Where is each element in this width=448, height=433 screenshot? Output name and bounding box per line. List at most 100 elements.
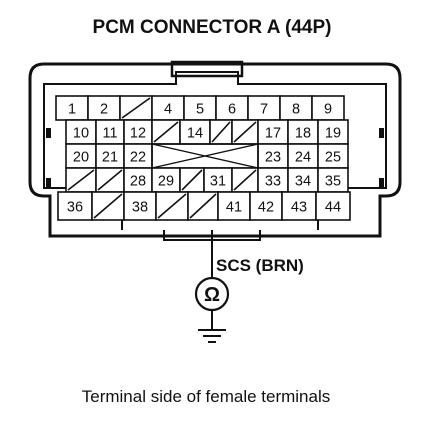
empty-cavity	[91, 191, 125, 221]
diagram-title: PCM CONNECTOR A (44P)	[93, 17, 332, 38]
terminal-cell: 18	[287, 119, 319, 145]
terminal-cell: 6	[215, 95, 249, 121]
cavity-slash	[97, 169, 123, 191]
terminal-cell: 43	[281, 191, 317, 221]
blank-span-cross	[151, 143, 259, 169]
terminal-number: 31	[210, 174, 226, 190]
terminal-cell: 9	[311, 95, 345, 121]
locking-tab	[170, 60, 244, 78]
terminal-cell: 10	[65, 119, 97, 145]
cavity-slash	[233, 169, 257, 191]
left-key-upper	[46, 128, 51, 138]
terminal-cell: 35	[317, 167, 349, 193]
terminal-cell: 11	[95, 119, 125, 145]
probe-wire-label: SCS (BRN)	[216, 256, 304, 275]
terminal-number: 44	[325, 200, 341, 216]
terminal-cell: 33	[257, 167, 289, 193]
terminal-cell: 19	[317, 119, 349, 145]
probe-circuit: SCS (BRN) Ω	[163, 230, 304, 343]
terminal-cell: 24	[287, 143, 319, 169]
terminal-cell: 34	[287, 167, 319, 193]
terminal-number: 34	[295, 174, 311, 190]
terminal-cell: 5	[183, 95, 217, 121]
empty-cavity	[155, 191, 189, 221]
empty-cavity	[187, 191, 219, 221]
cavity-slash	[67, 169, 95, 191]
terminal-cell: 7	[247, 95, 281, 121]
terminal-cell: 41	[217, 191, 251, 221]
terminal-cell: 2	[87, 95, 121, 121]
terminal-number: 5	[196, 102, 204, 118]
terminal-cell: 44	[315, 191, 351, 221]
terminal-number: 42	[258, 200, 274, 216]
empty-cavity	[119, 95, 153, 121]
empty-cavity	[95, 167, 125, 193]
cavity-slash	[189, 193, 217, 219]
ground-icon	[198, 329, 226, 343]
empty-cavity	[231, 119, 259, 145]
terminal-cell: 42	[249, 191, 283, 221]
cavity-slash	[93, 193, 123, 219]
cavity-slash	[211, 121, 231, 143]
terminal-number: 10	[73, 126, 89, 142]
cavity-slash	[233, 121, 257, 143]
terminal-number: 12	[130, 126, 146, 142]
terminal-number: 20	[73, 150, 89, 166]
left-key-lower	[46, 178, 51, 188]
terminal-cell: 21	[95, 143, 125, 169]
terminal-cell: 23	[257, 143, 289, 169]
right-key-upper	[379, 128, 384, 138]
terminal-number: 19	[325, 126, 341, 142]
terminal-number: 14	[187, 126, 203, 142]
terminal-cell: 22	[123, 143, 153, 169]
empty-cavity	[209, 119, 233, 145]
terminal-number: 41	[226, 200, 242, 216]
empty-cavity	[65, 167, 97, 193]
terminal-cell: 29	[151, 167, 181, 193]
cavity-slash	[181, 169, 203, 191]
cavity-slash	[157, 193, 187, 219]
diagram-caption: Terminal side of female terminals	[82, 387, 330, 406]
terminal-number: 4	[164, 102, 172, 118]
terminal-cell: 14	[179, 119, 211, 145]
right-key-lower	[379, 178, 384, 188]
terminal-number: 43	[291, 200, 307, 216]
cavity-slash	[153, 121, 179, 143]
terminal-number: 1	[68, 102, 76, 118]
terminal-cell: 4	[151, 95, 185, 121]
empty-cavity	[231, 167, 259, 193]
terminal-number: 36	[67, 200, 83, 216]
terminal-number: 8	[292, 102, 300, 118]
terminal-number: 21	[102, 150, 118, 166]
terminal-cell: 25	[317, 143, 349, 169]
terminal-number: 33	[265, 174, 281, 190]
terminal-number: 24	[295, 150, 311, 166]
terminal-number: 11	[102, 126, 117, 142]
terminal-cell: 31	[203, 167, 233, 193]
terminal-number: 22	[130, 150, 146, 166]
terminal-number: 7	[260, 102, 268, 118]
empty-cavity	[151, 119, 181, 145]
terminal-number: 2	[100, 102, 108, 118]
cavity-slash	[121, 97, 151, 119]
terminal-cell: 36	[57, 191, 93, 221]
terminal-number: 9	[324, 102, 332, 118]
probe-wire	[163, 230, 261, 256]
terminal-number: 38	[132, 200, 148, 216]
terminal-cell: 1	[55, 95, 89, 121]
terminal-cell: 20	[65, 143, 97, 169]
terminal-cell: 28	[123, 167, 153, 193]
terminal-number: 29	[158, 174, 174, 190]
terminal-cell: 8	[279, 95, 313, 121]
terminal-number: 25	[325, 150, 341, 166]
ohm-symbol: Ω	[204, 284, 220, 306]
terminal-number: 35	[325, 174, 341, 190]
terminal-number: 17	[265, 126, 281, 142]
terminal-number: 28	[130, 174, 146, 190]
housing-outline	[28, 62, 402, 238]
terminal-cell: 38	[123, 191, 157, 221]
terminal-number: 23	[265, 150, 281, 166]
